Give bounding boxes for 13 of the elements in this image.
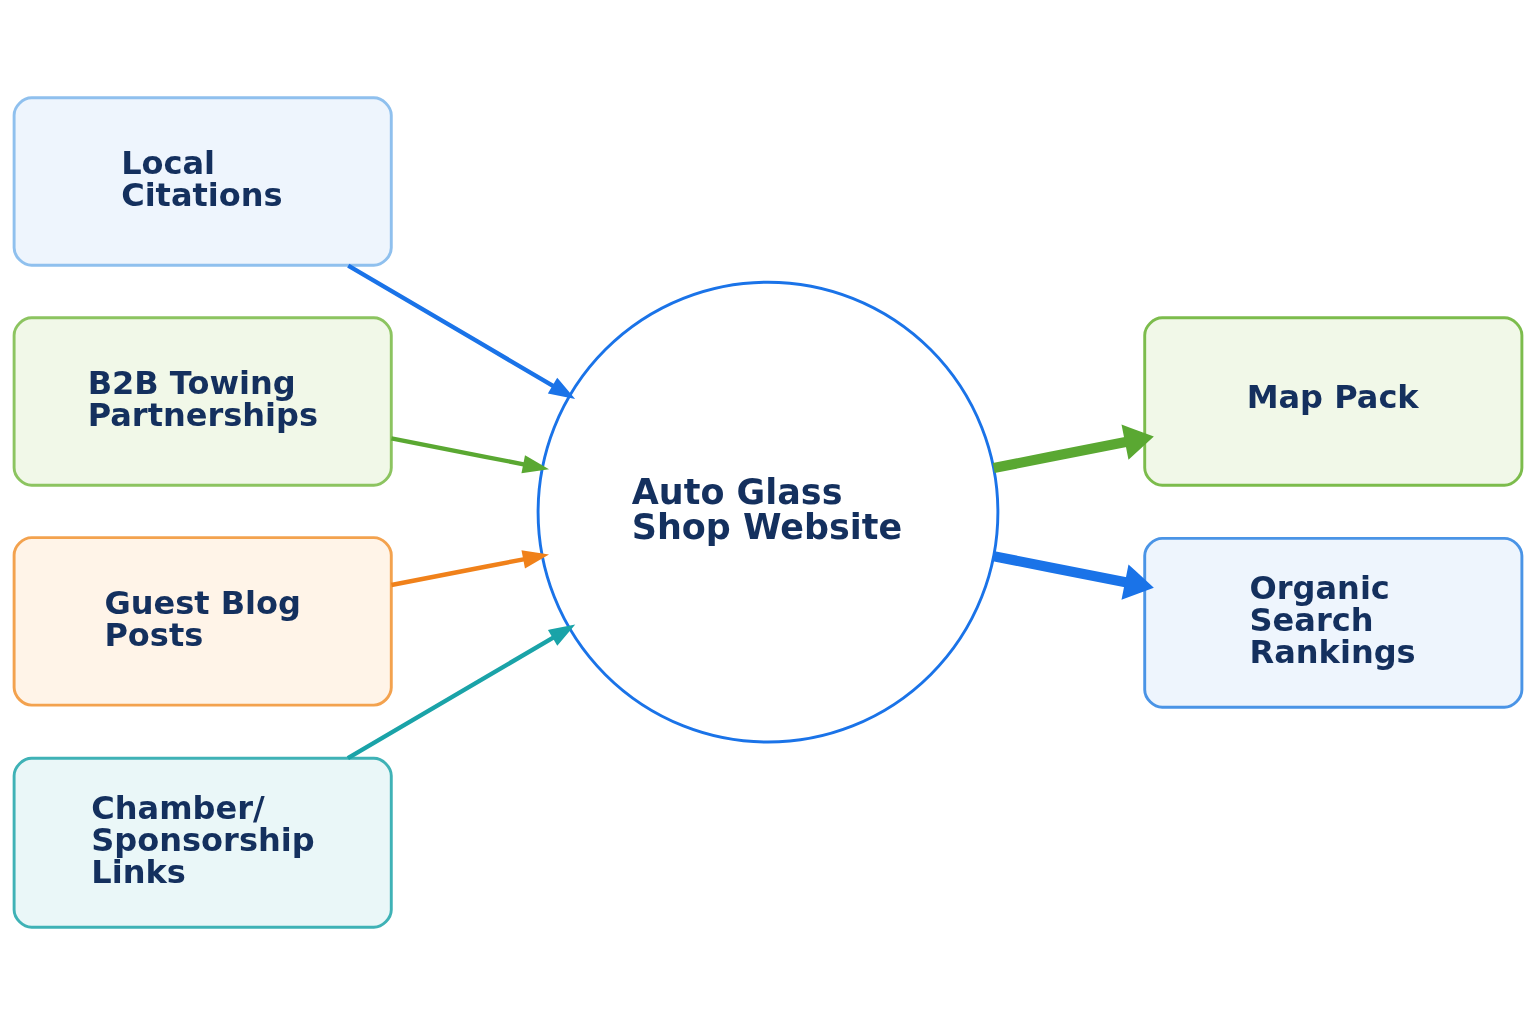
node-box: B2B Towing Partnerships <box>12 315 393 487</box>
arrow <box>347 263 576 399</box>
arrow <box>391 435 549 473</box>
node-box: Map Pack <box>1143 315 1524 487</box>
arrow <box>992 424 1154 473</box>
arrow <box>391 549 549 587</box>
node-box: Guest Blog Posts <box>12 535 393 707</box>
node-box: Local Citations <box>12 95 393 267</box>
node-box: Chamber/ Sponsorship Links <box>12 756 393 929</box>
node-box: Organic Search Rankings <box>1143 536 1524 709</box>
arrow <box>346 624 576 760</box>
node-circle: Auto Glass Shop Website <box>536 280 1000 743</box>
arrow <box>992 550 1154 600</box>
